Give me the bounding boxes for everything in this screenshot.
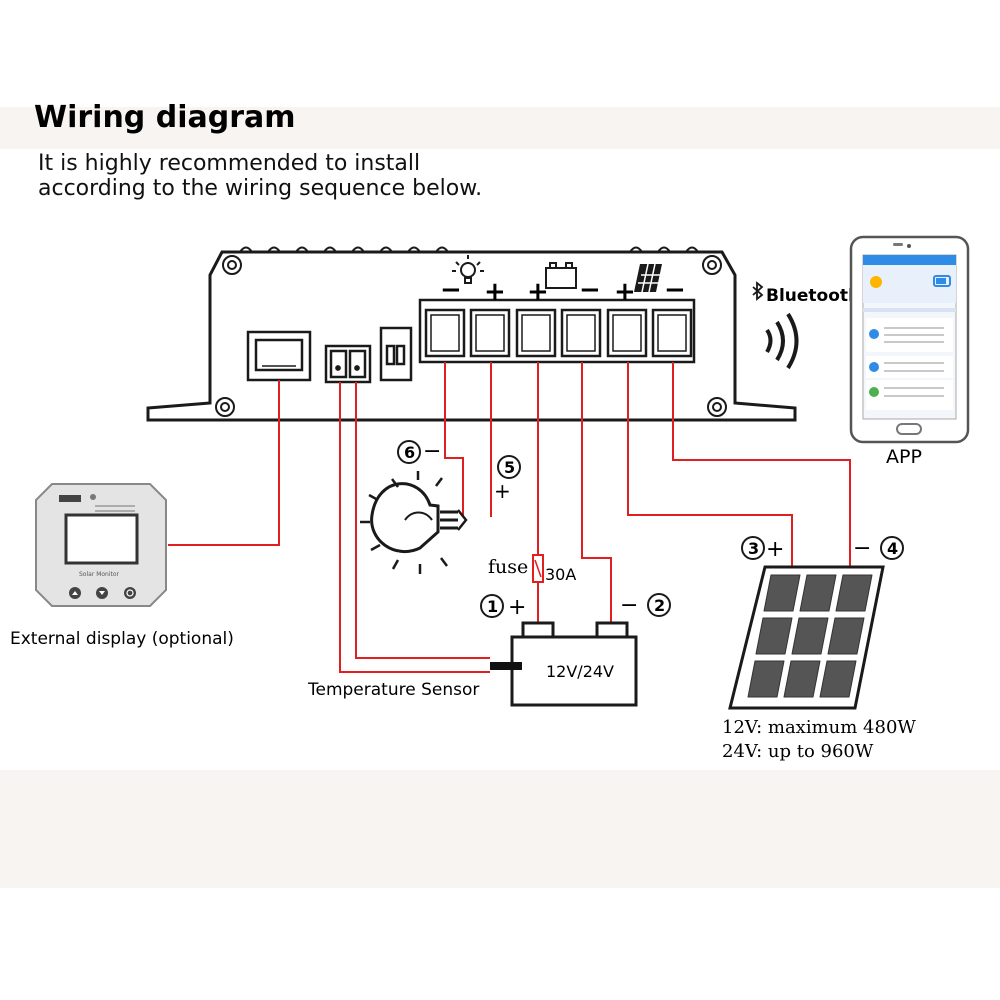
lamp-icon xyxy=(360,471,468,574)
bluetooth-label: Bluetooth xyxy=(766,286,860,306)
solar-cell xyxy=(763,574,801,612)
temperature-sensor-probe xyxy=(490,662,522,670)
marker-2: − 2 xyxy=(620,593,671,618)
battery-terminal-icon xyxy=(545,262,577,289)
solar-panel-icon xyxy=(728,565,885,710)
svg-text:−: − xyxy=(620,593,638,618)
smartphone-app xyxy=(849,235,970,444)
svg-text:5: 5 xyxy=(504,458,515,477)
marker-5: 5 + xyxy=(494,455,521,503)
terminal-sign-1: − xyxy=(440,275,462,305)
external-display-label: External display (optional) xyxy=(10,629,234,649)
fuse-rating: 30A xyxy=(545,565,576,584)
terminal-sign-6: − xyxy=(664,275,686,305)
wireless-signal-icon xyxy=(765,312,799,370)
solar-cell xyxy=(791,617,829,655)
svg-text:−: − xyxy=(853,536,871,561)
terminal-block xyxy=(418,298,696,364)
battery-icon xyxy=(510,621,638,707)
terminal-sign-4: − xyxy=(579,275,601,305)
mode-switch xyxy=(379,326,413,382)
subtitle-line-1: It is highly recommended to install xyxy=(38,151,421,176)
battery-voltage-label: 12V/24V xyxy=(546,662,614,681)
marker-6: 6 − xyxy=(397,439,441,464)
bluetooth-icon xyxy=(752,281,764,301)
solar-cell xyxy=(755,617,793,655)
marker-4: − 4 xyxy=(853,536,904,561)
temperature-sensor-label: Temperature Sensor xyxy=(307,680,479,700)
terminal-sign-3: + xyxy=(527,277,549,307)
solar-cell xyxy=(819,660,857,698)
solar-cell xyxy=(799,574,837,612)
fuse-label: fuse xyxy=(488,556,528,578)
terminal-sign-5: + xyxy=(614,277,636,307)
external-display-screen-caption: Solar Monitor xyxy=(79,571,120,578)
app-label: APP xyxy=(886,446,922,468)
svg-text:+: + xyxy=(508,595,526,620)
solar-cell xyxy=(747,660,785,698)
page-title: Wiring diagram xyxy=(34,100,296,135)
terminal-sign-2: + xyxy=(484,277,506,307)
rj45-display-port xyxy=(246,330,312,382)
temperature-sensor-port xyxy=(324,344,372,384)
solar-panel-terminal-icon xyxy=(634,263,662,293)
panel-spec-line-2: 24V: up to 960W xyxy=(722,741,874,762)
svg-text:3: 3 xyxy=(748,539,759,558)
wires xyxy=(168,362,851,673)
solar-cell xyxy=(827,617,865,655)
svg-text:+: + xyxy=(766,537,784,562)
svg-text:2: 2 xyxy=(654,596,665,615)
marker-3: 3 + xyxy=(741,536,784,562)
svg-text:6: 6 xyxy=(404,443,415,462)
load-lamp-icon xyxy=(452,255,484,284)
svg-text:−: − xyxy=(423,439,441,464)
fuse xyxy=(532,554,544,583)
svg-text:1: 1 xyxy=(487,597,498,616)
solar-cell xyxy=(783,660,821,698)
svg-text:4: 4 xyxy=(887,539,898,558)
background-band-bottom xyxy=(0,770,1000,888)
solar-cell xyxy=(835,574,873,612)
background-band-top xyxy=(0,107,1000,149)
panel-spec-line-1: 12V: maximum 480W xyxy=(722,717,916,738)
subtitle-line-2: according to the wiring sequence below. xyxy=(38,176,483,201)
marker-1: 1 + xyxy=(480,594,526,620)
external-display-device: Solar Monitor xyxy=(35,483,167,607)
svg-text:+: + xyxy=(494,479,511,503)
